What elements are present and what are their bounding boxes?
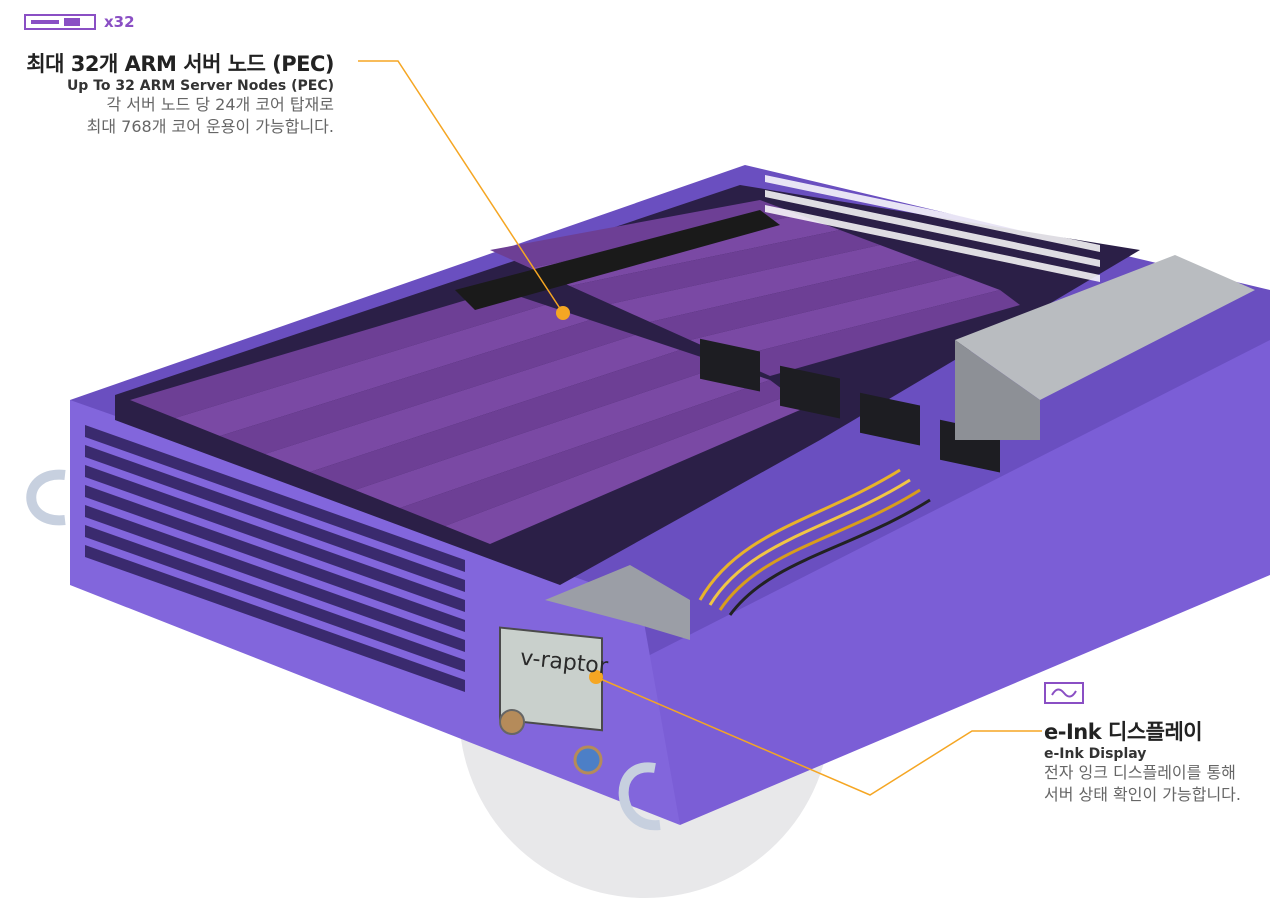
back-vents — [765, 175, 1100, 282]
server-node-boards — [130, 200, 1020, 544]
power-cables — [698, 468, 931, 616]
chassis-right-wall — [640, 340, 1270, 825]
power-supply-top — [955, 255, 1255, 400]
front-buttons — [499, 709, 603, 775]
node-count-label: x32 — [104, 13, 135, 31]
ribbon-cable — [545, 565, 690, 640]
callout-display: e-Ink 디스플레이 e-Ink Display 전자 잉크 디스플레이를 통… — [1044, 716, 1276, 806]
callout-display-title-ko: e-Ink 디스플레이 — [1044, 720, 1203, 744]
chassis-handles — [26, 469, 661, 831]
callout-lines — [358, 60, 1042, 796]
module-icon — [24, 14, 96, 30]
wave-icon — [1044, 682, 1084, 704]
callout-dot-nodes — [556, 306, 570, 320]
callout-dot-display — [589, 670, 603, 684]
divider-bar — [455, 210, 780, 310]
callout-nodes-desc-line1: 각 서버 노드 당 24개 코어 탑재로 — [106, 95, 334, 114]
callout-nodes-desc-line2: 최대 768개 코어 운용이 가능합니다. — [86, 117, 334, 136]
callout-display-desc-line1: 전자 잉크 디스플레이를 통해 — [1044, 763, 1236, 782]
callout-nodes-title-en: Up To 32 ARM Server Nodes (PEC) — [66, 78, 334, 94]
callout-nodes: 최대 32개 ARM 서버 노드 (PEC) Up To 32 ARM Serv… — [4, 48, 334, 138]
callout-display-title-en: e-Ink Display — [1044, 746, 1147, 762]
front-vents — [85, 425, 465, 692]
power-supply-front — [955, 340, 1040, 440]
callout-nodes-title-ko: 최대 32개 ARM 서버 노드 (PEC) — [26, 52, 334, 76]
eink-display — [499, 626, 603, 732]
callout-display-desc-line2: 서버 상태 확인이 가능합니다. — [1044, 785, 1241, 804]
